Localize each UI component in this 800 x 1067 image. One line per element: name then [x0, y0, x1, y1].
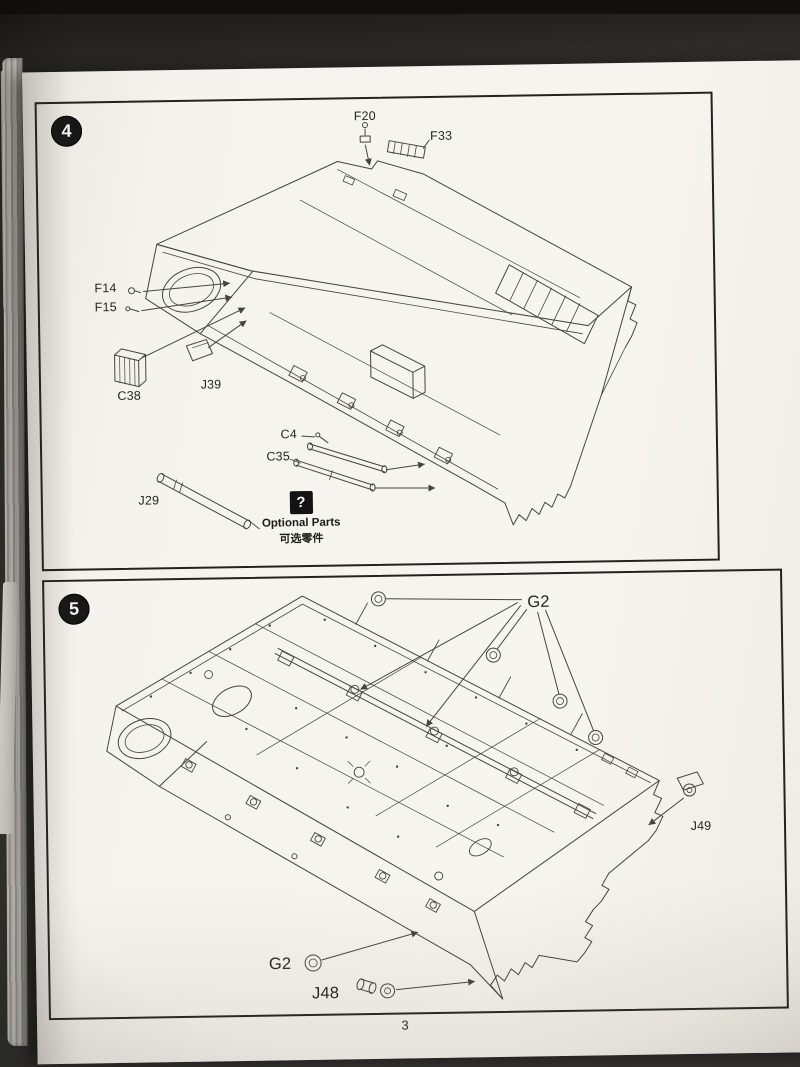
- part-label-j39: J39: [200, 377, 222, 392]
- protruding-page-edge: [0, 581, 19, 835]
- part-label-f14: F14: [94, 280, 117, 296]
- step-5-panel: 5 G2 J49 G2 J48: [42, 568, 789, 1021]
- step-4-panel: 4 F20 F33 F14 F15 C38 J39 C4 C35 J29 ? O…: [34, 91, 720, 572]
- part-label-c35: C35: [266, 449, 291, 464]
- optional-parts-note: ? Optional Parts 可选零件: [257, 490, 346, 546]
- question-mark-icon: ?: [289, 490, 313, 515]
- step-4-number: 4: [61, 120, 72, 141]
- photo-background-top: [0, 0, 800, 14]
- part-label-j29: J29: [138, 493, 160, 508]
- part-label-f33: F33: [429, 128, 453, 144]
- optional-parts-label: Optional Parts: [261, 516, 341, 530]
- part-label-g2-top: G2: [527, 592, 550, 612]
- booklet-page-edge: [0, 69, 13, 311]
- part-label-c4: C4: [280, 427, 298, 442]
- step-5-number: 5: [68, 598, 80, 619]
- part-label-c38: C38: [117, 388, 142, 403]
- part-label-f15: F15: [94, 299, 117, 315]
- optional-parts-label-chinese: 可选零件: [279, 532, 324, 546]
- step-4-assembly-diagram: [114, 122, 638, 530]
- part-label-j49: J49: [690, 818, 712, 834]
- part-label-g2-bottom: G2: [268, 954, 292, 974]
- instruction-sheet-page-3: 4 F20 F33 F14 F15 C38 J39 C4 C35 J29 ? O…: [22, 60, 800, 1065]
- part-label-f20: F20: [353, 108, 377, 124]
- page-number: 3: [401, 1017, 409, 1033]
- step-5-assembly-diagram: [106, 591, 704, 1000]
- part-label-j48: J48: [311, 984, 340, 1003]
